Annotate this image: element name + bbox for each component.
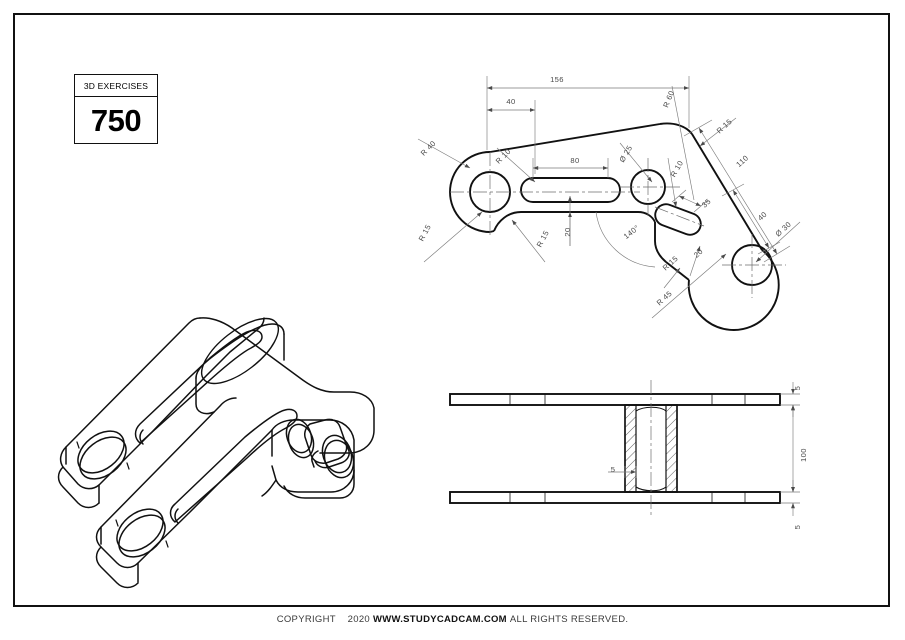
dimension-label-d-40b: 40 (756, 210, 769, 223)
dimension-label-f-5-bottom: 5 (793, 525, 802, 530)
footer-rights: ALL RIGHTS RESERVED. (509, 614, 629, 625)
dimension-label-f-5-wall: 5 (611, 465, 616, 474)
front-section-view (449, 380, 800, 516)
dimension-label-d-r15c: R 15 (715, 117, 734, 135)
dimension-label-d-r15b: R 15 (535, 229, 551, 249)
dimension-label-d-d25: Ø 25 (617, 144, 634, 164)
dimension-label-d-110: 110 (734, 153, 750, 169)
footer: COPYRIGHT 2020 WWW.STUDYCADCAM.COM ALL R… (0, 614, 905, 625)
dimension-label-d-35: 35 (700, 197, 713, 210)
top-view (417, 76, 801, 331)
footer-copyright-label: COPYRIGHT (276, 614, 336, 625)
dimension-label-d-r45: R 45 (655, 289, 674, 307)
dimension-label-d-r15a: R 15 (417, 223, 433, 243)
dimension-label-d-156: 156 (550, 75, 564, 84)
dimension-label-d-d30: Ø 30 (774, 220, 793, 239)
dimension-label-f-5-top: 5 (793, 386, 802, 391)
dimension-label-d-140: 140° (622, 223, 641, 241)
dimension-label-f-100: 100 (799, 448, 808, 462)
dimension-label-d-r60: R 60 (661, 89, 676, 109)
dimension-label-d-80: 80 (570, 156, 579, 165)
footer-year: 2020 (347, 614, 370, 625)
title-block-header: 3D EXERCISES (75, 75, 157, 97)
isometric-view (57, 317, 375, 589)
sheet-border (13, 13, 890, 607)
title-block-number: 750 (90, 102, 142, 138)
dimension-label-d-20b: 20 (692, 247, 705, 260)
dimension-label-d-r10b: R 10 (669, 159, 686, 179)
dimension-label-d-40: 40 (506, 97, 515, 106)
footer-site[interactable]: WWW.STUDYCADCAM.COM (372, 614, 507, 625)
title-block: 3D EXERCISES 750 (74, 74, 158, 144)
dimension-label-d-20a: 20 (563, 227, 572, 236)
